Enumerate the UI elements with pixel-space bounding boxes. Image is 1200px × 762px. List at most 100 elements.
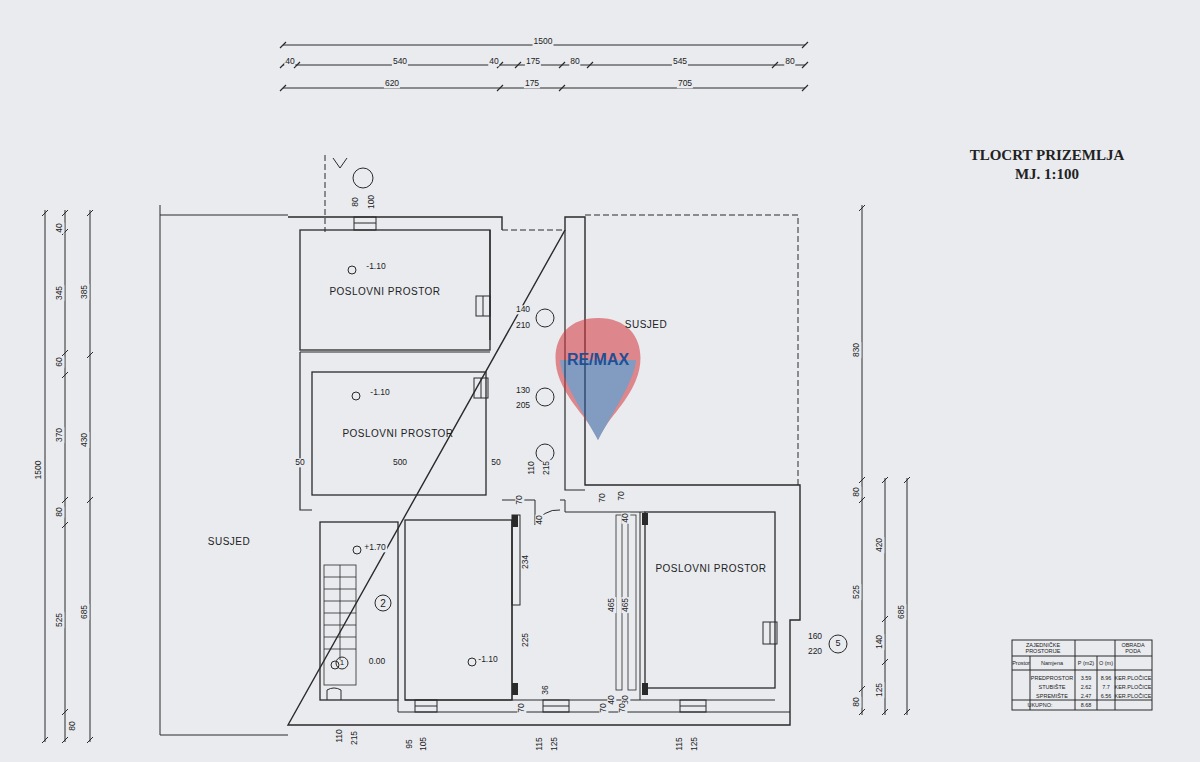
room-label-box: POSLOVNI PROSTOR — [338, 421, 457, 443]
table-cell: PREDPROSTOR — [1030, 675, 1074, 681]
dimension-label: 70 — [515, 494, 524, 505]
dimension-label: 80 — [852, 696, 861, 707]
dimension-label: 1500 — [34, 460, 43, 481]
dimension-label: 465 — [607, 597, 616, 613]
table-cell: 2.47 — [1080, 693, 1093, 699]
dimension-label: 125 — [550, 736, 559, 752]
table-cell: P (m2) — [1077, 660, 1095, 666]
dimension-label: 234 — [521, 554, 530, 570]
dimension-label: 115 — [535, 736, 544, 752]
dimension-label: 830 — [852, 342, 861, 358]
dimension-label: 80 — [784, 57, 795, 66]
table-cell: ZAJEDNIČKE PROSTORIJE — [1014, 642, 1072, 654]
dimension-label: 620 — [384, 79, 400, 88]
room-label-box: POSLOVNI PROSTOR — [325, 279, 444, 301]
dimension-label: 70 — [598, 492, 607, 503]
dimension-label: 370 — [55, 427, 64, 443]
dimension-label: 525 — [55, 612, 64, 628]
dimension-label: 160 — [807, 632, 823, 641]
table-cell: 2.62 — [1080, 684, 1093, 690]
table-cell: STUBIŠTE — [1038, 684, 1067, 690]
table-cell: O (m) — [1098, 660, 1114, 666]
dimension-label: 110 — [335, 728, 344, 744]
room-name: SUSJED — [625, 319, 667, 330]
dimension-label: -1.10 — [477, 655, 498, 664]
plan-title: TLOCRT PRIZEMLJA — [970, 147, 1125, 164]
room-name: SUSJED — [208, 536, 250, 547]
dimension-label: 540 — [392, 57, 408, 66]
dimension-label: -1.10 — [365, 262, 386, 271]
dimension-label: 685 — [897, 604, 906, 620]
dimension-label: 420 — [875, 537, 884, 553]
table-cell: 3.59 — [1080, 675, 1093, 681]
dimension-label: 175 — [524, 79, 540, 88]
dimension-label: 0.00 — [368, 657, 387, 666]
dimension-label: 225 — [521, 632, 530, 648]
dimension-label: 40 — [55, 222, 64, 233]
dimension-label: 80 — [852, 486, 861, 497]
dimension-label: 80 — [569, 57, 580, 66]
dimension-label: 50 — [490, 458, 501, 467]
dimension-label: 95 — [405, 738, 414, 749]
plan-scale: MJ. 1:100 — [1015, 166, 1079, 183]
dimension-label: 80 — [351, 196, 360, 207]
dimension-label: 105 — [419, 736, 428, 752]
callout-number: 5 — [834, 639, 841, 649]
dimension-label: 205 — [515, 401, 531, 410]
dimension-label: -1.10 — [369, 388, 390, 397]
dimension-label: 70 — [617, 490, 626, 501]
dimension-label: 125 — [690, 736, 699, 752]
table-cell: KER.PLOČICE — [1114, 693, 1153, 699]
dimension-label: 1500 — [533, 37, 554, 46]
dimension-label: 40 — [284, 57, 295, 66]
dimension-label: 60 — [55, 356, 64, 367]
neighbour-area: SUSJED — [621, 312, 671, 334]
dimension-label: 685 — [80, 604, 89, 620]
dimension-label: 385 — [80, 284, 89, 300]
dimension-label: 70 — [599, 702, 608, 713]
dimension-label: 215 — [350, 730, 359, 746]
dimension-label: 545 — [672, 57, 688, 66]
table-cell: KER.PLOČICE — [1114, 675, 1153, 681]
table-cell: Namjena — [1040, 660, 1064, 666]
table-cell: 8.96 — [1100, 675, 1113, 681]
callout-number: 1 — [339, 659, 345, 668]
table-cell: 8.68 — [1080, 702, 1093, 708]
dimension-label: 110 — [527, 460, 536, 476]
dimension-label: 70 — [517, 702, 526, 713]
dimension-label: 40 — [535, 514, 544, 525]
room-name: POSLOVNI PROSTOR — [329, 286, 440, 297]
dimension-label: 215 — [542, 460, 551, 476]
table-cell: SPREMIŠTE — [1035, 693, 1069, 699]
dimension-label: 140 — [875, 634, 884, 650]
dimension-label: 40 — [488, 57, 499, 66]
dimension-label: 115 — [675, 736, 684, 752]
dimension-label: 130 — [515, 386, 531, 395]
dimension-label: 465 — [621, 597, 630, 613]
watermark: RE/MAX — [566, 351, 630, 369]
table-cell: 6.56 — [1100, 693, 1113, 699]
dimension-label: 345 — [55, 285, 64, 301]
dimension-label: 140 — [515, 305, 531, 314]
dimension-label: 50 — [294, 458, 305, 467]
dimension-label: 430 — [80, 432, 89, 448]
dimension-label: 500 — [392, 458, 408, 467]
dimension-label: 70 — [618, 702, 627, 713]
callout-number: 2 — [379, 598, 387, 609]
dimension-label: +1.70 — [363, 543, 387, 552]
dimension-label: 125 — [875, 682, 884, 698]
dimension-label: 175 — [525, 57, 541, 66]
dimension-label: 80 — [55, 506, 64, 517]
dimension-label: 40 — [607, 694, 616, 705]
dimension-label: 220 — [807, 647, 823, 656]
table-cell: 7.7 — [1101, 684, 1111, 690]
dimension-label: 40 — [621, 512, 630, 523]
dimension-label: 525 — [852, 584, 861, 600]
dimension-label: 80 — [68, 720, 77, 731]
dimension-label: 705 — [677, 79, 693, 88]
room-name: POSLOVNI PROSTOR — [655, 563, 766, 574]
dimension-label: 36 — [541, 684, 550, 695]
room-name: POSLOVNI PROSTOR — [342, 428, 453, 439]
neighbour-area: SUSJED — [204, 529, 254, 551]
